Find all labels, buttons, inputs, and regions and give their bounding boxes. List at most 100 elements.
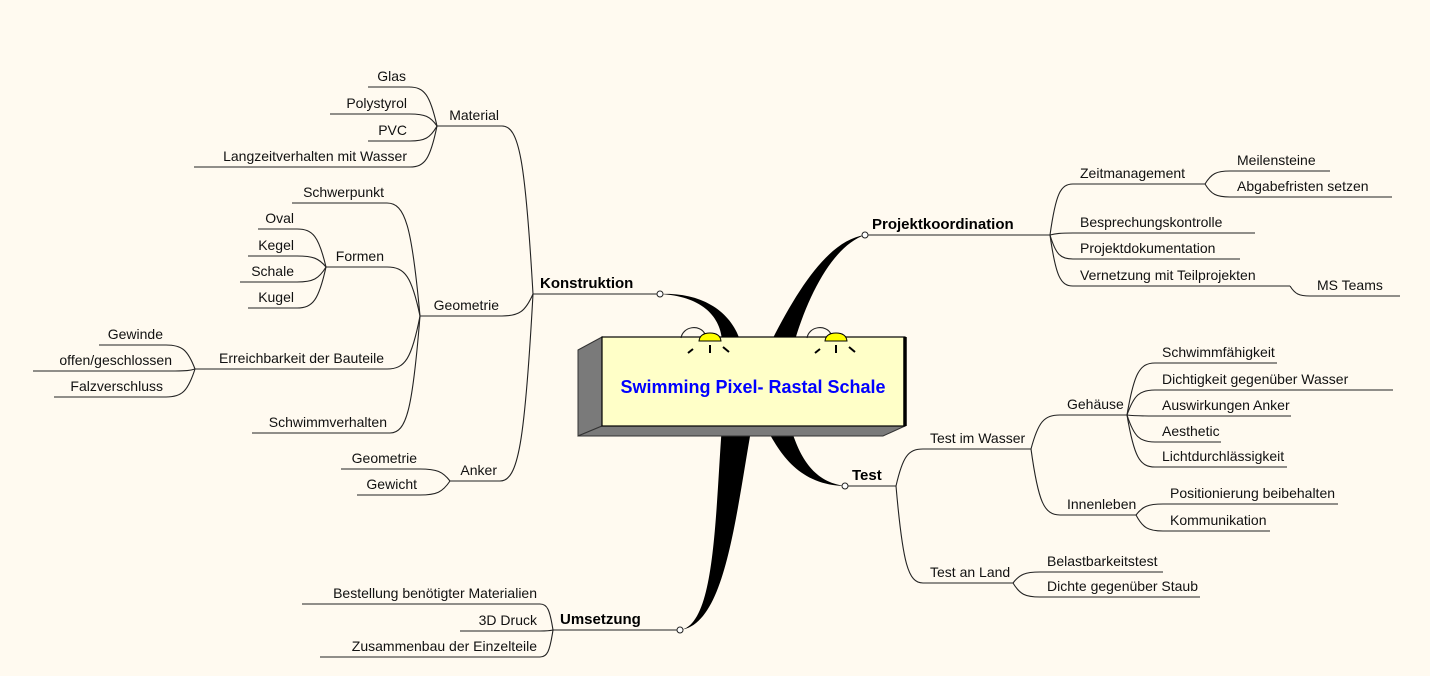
connector-line [1049,234,1074,287]
connector-line [409,125,438,142]
connectors [165,86,1311,658]
topic-anker[interactable]: Anker [450,462,500,482]
central-topic[interactable]: Swimming Pixel- Rastal Schale [577,336,907,437]
topic-label: Oval [265,210,294,226]
connector-line [1030,414,1061,450]
topic-material[interactable]: Material [437,107,502,127]
topic-schale[interactable]: Schale [240,263,297,283]
connector-line [409,113,438,127]
topic-schwimmverhalten[interactable]: Schwimmverhalten [252,414,390,434]
connector-line [1049,183,1074,236]
topic-test-im-wasser[interactable]: Test im Wasser [923,430,1031,450]
topic-test[interactable]: Test [841,467,896,490]
topic-abgabefristen[interactable]: Abgabefristen setzen [1230,178,1392,198]
topic-polystyrol[interactable]: Polystyrol [330,95,410,115]
branch-anchor-icon [676,626,684,634]
topic-zeitmanagement[interactable]: Zeitmanagement [1073,165,1205,185]
topic-label: Kegel [258,237,294,253]
connector-line [1126,414,1156,443]
topic-dichte-staub[interactable]: Dichte gegenüber Staub [1040,578,1200,598]
topic-zusammenbau[interactable]: Zusammenbau der Einzelteile [320,638,540,658]
topic-label: Kommunikation [1170,512,1267,528]
topic-aesthetic[interactable]: Aesthetic [1155,423,1221,443]
connector-line [539,603,554,631]
topic-label: PVC [378,122,407,138]
topic-label: Test an Land [930,564,1010,580]
topic-label: Lichtdurchlässigkeit [1162,448,1284,464]
branch-anchor-icon [841,482,849,490]
connector-line [296,228,327,268]
topic-label: Zusammenbau der Einzelteile [352,638,537,654]
topic-projektdokumentation[interactable]: Projektdokumentation [1073,240,1240,260]
topic-konstruktion[interactable]: Konstruktion [533,275,664,298]
connector-line [1049,234,1074,260]
connector-line [1012,582,1041,598]
connector-line [1204,183,1231,198]
topic-besprechungskontrolle[interactable]: Besprechungskontrolle [1073,214,1255,234]
topic-3d-druck[interactable]: 3D Druck [460,612,540,632]
topic-label: Abgabefristen setzen [1237,178,1369,194]
topic-label: Test im Wasser [930,430,1025,446]
topic-label: Gewinde [108,326,163,342]
topic-formen[interactable]: Formen [326,248,387,268]
topic-label: Schale [251,263,294,279]
topic-bestellung[interactable]: Bestellung benötigter Materialien [302,585,540,605]
topic-falzverschluss[interactable]: Falzverschluss [54,378,166,398]
connector-line [1049,232,1074,236]
topic-label: Vernetzung mit Teilprojekten [1080,267,1256,283]
topic-umsetzung[interactable]: Umsetzung [553,611,684,634]
topic-kugel[interactable]: Kugel [248,289,297,309]
topic-label: Umsetzung [560,611,641,628]
topic-lichtdurchlaessigkeit[interactable]: Lichtdurchlässigkeit [1155,448,1287,468]
topic-glas[interactable]: Glas [368,68,409,88]
topic-label: Formen [336,248,384,264]
topic-kegel[interactable]: Kegel [248,237,297,257]
topic-label: Dichtigkeit gegenüber Wasser [1162,371,1349,387]
connector-line [1012,571,1041,584]
connector-line [408,86,438,127]
topic-label: Falzverschluss [70,378,163,394]
topic-label: Aesthetic [1162,423,1220,439]
branch-anchor-icon [861,231,869,239]
connector-line [389,315,421,434]
topic-langzeitverhalten[interactable]: Langzeitverhalten mit Wasser [194,148,410,168]
topic-label: Belastbarkeitstest [1047,553,1158,569]
topic-test-an-land[interactable]: Test an Land [923,564,1013,584]
topic-geometrie[interactable]: Geometrie [420,297,502,317]
topic-dichtigkeit[interactable]: Dichtigkeit gegenüber Wasser [1155,371,1393,391]
topic-label: Schwimmfähigkeit [1162,344,1275,360]
topic-schwerpunkt[interactable]: Schwerpunkt [292,184,387,204]
topic-pvc[interactable]: PVC [368,122,410,142]
connector-line [386,315,421,370]
topic-ms-teams[interactable]: MS Teams [1310,277,1400,297]
topic-vernetzung[interactable]: Vernetzung mit Teilprojekten [1073,267,1290,287]
topic-gewinde[interactable]: Gewinde [99,326,166,346]
topic-positionierung[interactable]: Positionierung beibehalten [1163,485,1338,505]
topic-innenleben[interactable]: Innenleben [1060,496,1136,516]
connector-line [501,293,534,317]
topic-gewicht[interactable]: Gewicht [357,476,420,496]
topic-gehaeuse[interactable]: Gehäuse [1060,396,1127,416]
topic-offen-geschlossen[interactable]: offen/geschlossen [33,352,175,372]
central-topic-side-shadow [577,336,603,437]
topic-belastbarkeitstest[interactable]: Belastbarkeitstest [1040,553,1163,573]
topic-label: Glas [377,68,406,84]
topic-label: Kugel [258,289,294,305]
topic-erreichbarkeit[interactable]: Erreichbarkeit der Bauteile [195,350,387,370]
topic-oval[interactable]: Oval [258,210,297,230]
topic-projektkoordination[interactable]: Projektkoordination [861,216,1050,239]
connector-line [296,266,327,309]
topic-meilensteine[interactable]: Meilensteine [1230,152,1330,172]
topic-anker-geometrie[interactable]: Geometrie [341,450,420,470]
topic-schwimmfaehigkeit[interactable]: Schwimmfähigkeit [1155,344,1277,364]
connector-line [296,255,327,268]
topic-label: Polystyrol [346,95,407,111]
topic-auswirkungen-anker[interactable]: Auswirkungen Anker [1155,397,1291,417]
topic-kommunikation[interactable]: Kommunikation [1163,512,1270,532]
connector-line [386,202,421,317]
topic-label: Zeitmanagement [1080,165,1185,181]
connector-line [1135,503,1164,516]
connector-line [419,468,451,482]
